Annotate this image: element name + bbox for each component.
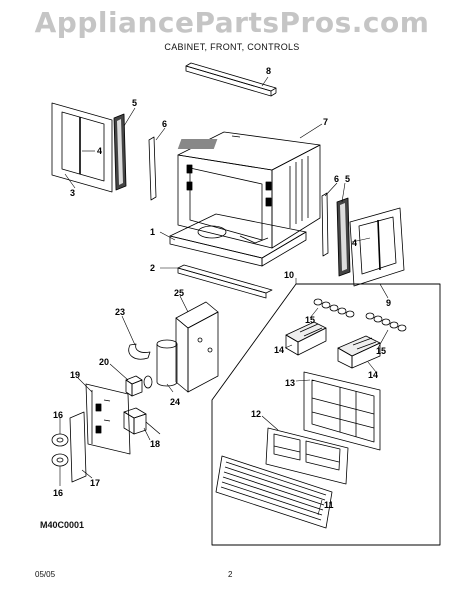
part-left-side-frame [51,102,113,193]
callout-11: 11 [324,500,334,510]
part-capacitor-strap [128,343,151,360]
callout-8: 8 [266,66,271,76]
part-air-filter [265,427,349,485]
part-thermostat [123,407,161,435]
part-front-rail [177,264,273,299]
footer-page-number: 2 [228,570,233,579]
part-selector-switch [125,375,153,397]
callout-5-left: 5 [132,98,137,108]
part-right-louver-housing [337,335,381,369]
part-control-panel-plate [85,383,131,455]
callout-4-right: 4 [352,238,357,248]
part-left-side-seal [113,113,127,191]
callout-3: 3 [70,188,75,198]
watermark-text: AppliancePartsPros.com [34,6,430,39]
diagram-code: M40C0001 [40,520,85,530]
part-base-pan [169,213,307,267]
callout-14-left: 14 [274,345,284,355]
part-left-louver-housing [285,321,327,356]
part-right-side-seal [336,197,351,277]
callout-6-left: 6 [162,119,167,129]
part-control-knobs [51,433,69,467]
callout-2: 2 [150,263,155,273]
callout-labels: 8 5 6 4 3 7 1 2 6 5 4 9 10 15 15 14 14 1… [53,66,391,510]
part-top-rail [185,62,277,97]
part-louver-set-left [313,298,355,318]
callout-16-top: 16 [53,410,63,420]
part-control-bracket [175,301,219,393]
callout-19: 19 [70,370,80,380]
callout-16-bottom: 16 [53,488,63,498]
leader-lines [59,76,389,516]
callout-7: 7 [323,117,328,127]
callout-20: 20 [99,357,109,367]
part-right-foam-strip [321,192,329,257]
callout-12: 12 [251,409,261,419]
part-right-side-frame [349,207,405,287]
part-capacitor [156,339,178,387]
callout-4-left: 4 [97,146,102,156]
callout-25: 25 [174,288,184,298]
callout-1: 1 [150,227,155,237]
callout-10: 10 [284,270,294,280]
callout-13: 13 [285,378,295,388]
part-left-foam-strip [148,136,157,201]
callout-14-right: 14 [368,370,378,380]
footer-date: 05/05 [35,570,56,579]
part-louver-set-right [365,312,407,332]
callout-23: 23 [115,307,125,317]
callout-18: 18 [150,439,160,449]
part-front-panel [303,371,381,451]
callout-9: 9 [386,298,391,308]
part-control-panel-bracket [69,411,87,483]
front-assembly-outline [211,283,441,546]
callout-24: 24 [170,397,180,407]
part-cabinet [177,131,321,249]
callout-15-left: 15 [305,315,315,325]
callout-17: 17 [90,478,100,488]
callout-5-right: 5 [345,174,350,184]
callout-6-right: 6 [334,174,339,184]
diagram-subtitle: CABINET, FRONT, CONTROLS [164,42,300,52]
part-intake-grille [215,455,333,529]
callout-15-right: 15 [376,346,386,356]
